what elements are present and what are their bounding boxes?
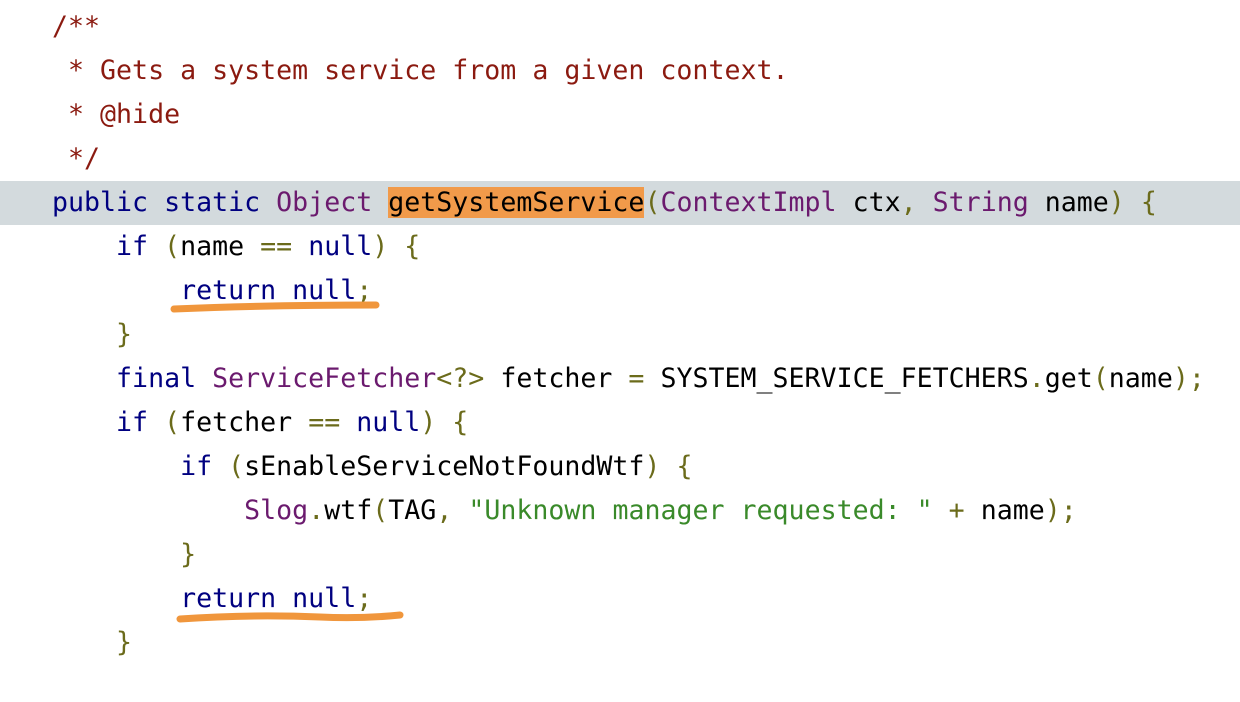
code-line: if (sEnableServiceNotFoundWtf) { — [0, 445, 1240, 489]
code-token: = — [628, 363, 661, 394]
code-token: ) { — [420, 407, 469, 438]
code-token: */ — [52, 143, 101, 174]
code-token: ( — [372, 495, 389, 526]
code-token: ( — [1092, 363, 1109, 394]
code-line: /** — [0, 5, 1240, 49]
code-token: return null — [52, 583, 357, 614]
code-token: ContextImpl — [660, 187, 837, 218]
code-token: "Unknown manager requested: " — [468, 495, 933, 526]
code-token: null — [308, 231, 373, 262]
code-line: } — [0, 621, 1240, 665]
code-token: , — [436, 495, 469, 526]
code-token: return null — [52, 275, 357, 306]
code-line: return null; — [0, 269, 1240, 313]
code-token: + — [932, 495, 981, 526]
code-token: Slog — [52, 495, 309, 526]
code-token: if — [52, 451, 229, 482]
code-token: } — [52, 319, 133, 350]
code-line: } — [0, 313, 1240, 357]
code-token: get — [1044, 363, 1093, 394]
code-token: name — [1108, 363, 1173, 394]
code-token: ( — [164, 407, 181, 438]
code-token: <?> — [436, 363, 485, 394]
code-token: , — [900, 187, 933, 218]
code-token: name — [1028, 187, 1109, 218]
code-token: name — [180, 231, 261, 262]
code-line: * Gets a system service from a given con… — [0, 49, 1240, 93]
code-line: if (fetcher == null) { — [0, 401, 1240, 445]
code-token: sEnableServiceNotFoundWtf — [244, 451, 645, 482]
code-token: ; — [356, 583, 373, 614]
code-token: ); — [1044, 495, 1077, 526]
code-token: SYSTEM_SERVICE_FETCHERS — [660, 363, 1029, 394]
code-viewer: /** * Gets a system service from a given… — [0, 5, 1240, 665]
code-token — [372, 187, 388, 218]
code-token: } — [52, 539, 197, 570]
code-line: Slog.wtf(TAG, "Unknown manager requested… — [0, 489, 1240, 533]
code-token: } — [52, 627, 133, 658]
code-token: wtf — [324, 495, 373, 526]
code-token: fetcher — [484, 363, 629, 394]
code-line: if (name == null) { — [0, 225, 1240, 269]
code-line: */ — [0, 137, 1240, 181]
code-token: fetcher — [180, 407, 309, 438]
code-token: final — [52, 363, 213, 394]
code-token: . — [308, 495, 325, 526]
code-token: null — [356, 407, 421, 438]
code-token: ( — [164, 231, 181, 262]
code-token: ); — [1172, 363, 1205, 394]
code-token: . — [1028, 363, 1045, 394]
code-token: * Gets a system service from a given con… — [52, 55, 789, 86]
code-token: ; — [356, 275, 373, 306]
code-token: ) { — [1108, 187, 1157, 218]
code-token: String — [932, 187, 1029, 218]
code-token: ( — [228, 451, 245, 482]
code-line: return null; — [0, 577, 1240, 621]
code-token: TAG — [388, 495, 437, 526]
code-token: name — [980, 495, 1045, 526]
code-line: } — [0, 533, 1240, 577]
code-token: ServiceFetcher — [212, 363, 437, 394]
search-match: getSystemService — [388, 187, 645, 218]
code-line: final ServiceFetcher<?> fetcher = SYSTEM… — [0, 357, 1240, 401]
code-line: * @hide — [0, 93, 1240, 137]
code-token: == — [308, 407, 357, 438]
code-token: if — [52, 407, 165, 438]
code-token: ) { — [372, 231, 421, 262]
code-token: Object — [276, 187, 373, 218]
code-token: ) { — [644, 451, 693, 482]
code-token: * @hide — [52, 99, 181, 130]
code-token: ctx — [836, 187, 901, 218]
code-token: /** — [52, 11, 101, 42]
code-line-highlighted: public static Object getSystemService(Co… — [0, 181, 1240, 225]
code-token: public static — [52, 187, 277, 218]
code-token: ( — [644, 187, 661, 218]
code-token: == — [260, 231, 309, 262]
code-token: if — [52, 231, 165, 262]
